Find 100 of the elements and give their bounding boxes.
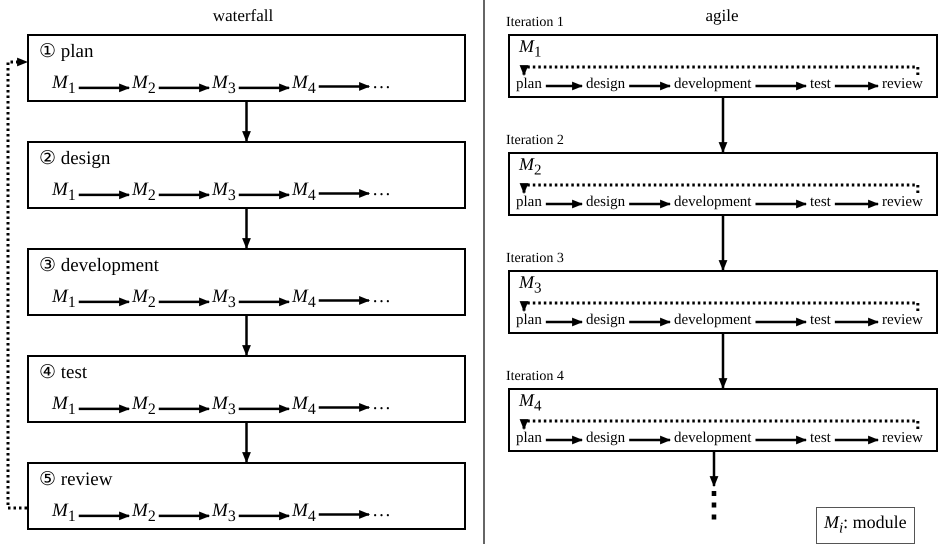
module-label: M$_{4}$ <box>289 71 319 101</box>
module-label: … <box>369 71 394 95</box>
phase-title: ④ test <box>39 361 88 384</box>
dotted-arrow <box>520 65 920 76</box>
phase-box <box>27 248 466 316</box>
arrow <box>718 216 728 272</box>
arrow <box>629 318 672 326</box>
module-label: … <box>369 499 394 523</box>
module-label: M$_{1}$ <box>519 36 542 62</box>
legend-box: M$_{i}$: module <box>816 507 915 544</box>
module-label: M$_{4}$ <box>289 499 319 529</box>
module-label: M$_{3}$ <box>209 285 239 315</box>
step-label: review <box>878 311 927 329</box>
module-label: M$_{3}$ <box>519 272 542 298</box>
step-label: plan <box>512 75 546 93</box>
arrow <box>158 404 210 414</box>
arrow <box>718 334 728 390</box>
iteration-label: Iteration 4 <box>506 369 564 385</box>
module-label: M$_{3}$ <box>209 71 239 101</box>
phase-title: ⑤ review <box>39 468 112 491</box>
arrow <box>78 84 130 92</box>
iteration-label: Iteration 1 <box>506 15 564 31</box>
arrow <box>755 200 808 208</box>
arrow <box>318 189 370 198</box>
dotted-arrow <box>520 301 920 312</box>
module-label: M$_{4}$ <box>289 392 319 422</box>
phase-title: ① plan <box>39 40 94 63</box>
arrow <box>242 316 251 356</box>
arrow <box>238 84 290 92</box>
arrow <box>629 436 672 444</box>
phase-title: ③ development <box>39 254 159 277</box>
arrow <box>834 200 880 208</box>
module-label: M$_{4}$ <box>289 285 319 315</box>
step-label: test <box>806 311 835 329</box>
step-label: plan <box>512 429 546 447</box>
arrow <box>318 510 370 519</box>
module-label: M$_{2}$ <box>519 154 542 180</box>
step-label: design <box>582 75 630 93</box>
arrow <box>834 436 880 444</box>
iteration-label: Iteration 2 <box>506 133 564 149</box>
arrow <box>78 298 130 306</box>
arrow <box>629 82 672 90</box>
arrow <box>238 512 290 520</box>
arrow <box>242 209 251 250</box>
arrow <box>318 82 370 91</box>
arrow <box>834 82 880 90</box>
module-label: M$_{4}$ <box>289 178 319 208</box>
arrow <box>78 404 130 414</box>
module-label: M$_{4}$ <box>519 390 542 416</box>
arrow <box>158 298 210 306</box>
phase-box <box>27 462 466 530</box>
column-heading: waterfall <box>212 6 274 26</box>
step-label: design <box>582 193 630 211</box>
step-label: plan <box>512 311 546 329</box>
dotted-arrow <box>6 58 28 510</box>
module-label: M$_{2}$ <box>129 71 159 101</box>
module-label: … <box>369 285 394 309</box>
step-label: design <box>582 311 630 329</box>
module-label: M$_{1}$ <box>49 499 79 529</box>
module-label: M$_{1}$ <box>49 178 79 208</box>
arrow <box>238 404 290 414</box>
step-label: review <box>878 429 927 447</box>
arrow <box>318 403 370 412</box>
iteration-label: Iteration 3 <box>506 251 564 267</box>
arrow <box>629 200 672 208</box>
vertical-ellipsis: ⋮ <box>697 486 731 526</box>
step-label: development <box>670 311 756 329</box>
arrow <box>710 452 718 488</box>
step-label: test <box>806 75 835 93</box>
module-label: M$_{2}$ <box>129 178 159 208</box>
phase-box <box>27 355 466 423</box>
arrow <box>718 98 728 154</box>
arrow <box>78 512 130 520</box>
step-label: design <box>582 429 630 447</box>
arrow <box>238 190 290 200</box>
arrow <box>158 84 210 92</box>
arrow <box>318 296 370 305</box>
dotted-arrow <box>520 419 920 430</box>
column-heading: agile <box>705 6 739 26</box>
step-label: plan <box>512 193 546 211</box>
phase-box <box>27 34 466 102</box>
dotted-arrow <box>520 183 920 194</box>
step-label: development <box>670 193 756 211</box>
step-label: development <box>670 429 756 447</box>
module-label: M$_{3}$ <box>209 392 239 422</box>
module-label: M$_{3}$ <box>209 499 239 529</box>
module-label: M$_{1}$ <box>49 285 79 315</box>
module-label: M$_{3}$ <box>209 178 239 208</box>
phase-title: ② design <box>39 147 110 170</box>
step-label: review <box>878 193 927 211</box>
arrow <box>546 436 584 444</box>
module-label: M$_{2}$ <box>129 392 159 422</box>
step-label: test <box>806 429 835 447</box>
module-label: M$_{1}$ <box>49 392 79 422</box>
arrow <box>755 82 808 90</box>
phase-box <box>27 141 466 209</box>
arrow <box>158 512 210 520</box>
arrow <box>242 423 251 464</box>
arrow <box>546 318 584 326</box>
module-label: M$_{1}$ <box>49 71 79 101</box>
